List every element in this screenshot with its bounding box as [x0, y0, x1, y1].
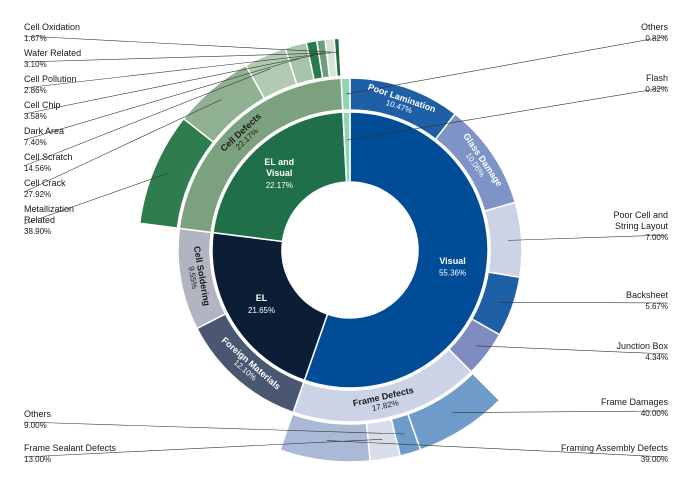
value-dark-area: 7.40% — [24, 138, 47, 147]
outer-frame-frame-damages-3 — [406, 372, 501, 451]
value-frame-damages: 40.00% — [641, 409, 668, 418]
chart-rings — [138, 37, 523, 463]
label-cell-chip: Cell Chip — [24, 100, 61, 110]
leader-poor-cell — [507, 234, 669, 241]
inner-pct-el-1: 21.65% — [248, 306, 275, 315]
value-frame-others: 9.00% — [24, 421, 47, 430]
value-others: 0.82% — [645, 34, 668, 43]
value-cell-crack: 27.92% — [24, 190, 51, 199]
inner-name-visual-0-0: Visual — [439, 256, 465, 266]
value-backsheet: 5.67% — [645, 302, 668, 311]
inner-slice-others-3 — [342, 111, 351, 183]
value-wafer-related: 3.10% — [24, 60, 47, 69]
outer-frame-frame-sealant-defects-1 — [365, 418, 402, 462]
label-poor-cell-line2: String Layout — [615, 221, 669, 231]
value-flash: 0.82% — [645, 85, 668, 94]
outer-frame-others-2 — [390, 413, 422, 457]
inner-name-el-and-visual-2-0: EL and — [264, 157, 294, 167]
left-labels: Cell Oxidation 1.67% Wafer Related 3.10%… — [24, 22, 81, 236]
label-framing-assembly: Framing Assembly Defects — [561, 443, 669, 453]
outer-cell-cell-oxidation-7 — [333, 37, 342, 78]
label-frame-sealant: Frame Sealant Defects — [24, 443, 117, 453]
leader-dark-area-3 — [23, 58, 300, 141]
leader-cell-scratch-2 — [23, 68, 271, 167]
value-cell-chip: 3.58% — [24, 112, 47, 121]
value-cell-scratch: 14.56% — [24, 164, 51, 173]
bottom-left-labels: Others 9.00% Frame Sealant Defects 13.00… — [24, 409, 117, 464]
leader-framing-assembly — [326, 440, 669, 458]
value-framing-assembly: 39.00% — [641, 455, 668, 464]
leader-cell-chip-4 — [23, 55, 315, 115]
label-wafer-related: Wafer Related — [24, 48, 81, 58]
label-metallization-line2: Related — [24, 215, 55, 225]
label-frame-others: Others — [24, 409, 52, 419]
leader-cell-pollution-5 — [23, 53, 323, 89]
inner-pct-visual-0: 55.36% — [439, 269, 466, 278]
value-cell-oxidation: 1.67% — [24, 34, 47, 43]
label-metallization: Metallization — [24, 204, 74, 214]
middle-slice-segment-2 — [483, 201, 523, 279]
leader-lines — [23, 35, 669, 458]
leader-others — [345, 35, 669, 95]
value-frame-sealant: 13.00% — [24, 455, 51, 464]
value-poor-cell: 7.00% — [645, 233, 668, 242]
inner-slice-el-1 — [211, 231, 329, 382]
leader-cell-oxidation-7 — [23, 35, 338, 53]
outer-frame-framing-assembly-defects-0 — [278, 413, 372, 463]
leader-flash — [347, 86, 669, 141]
value-junction-box: 4.34% — [645, 353, 668, 362]
label-backsheet: Backsheet — [626, 290, 669, 300]
label-others: Others — [641, 22, 669, 32]
inner-slice-el-and-visual-2 — [212, 111, 348, 243]
label-frame-damages: Frame Damages — [601, 397, 669, 407]
value-cell-pollution: 2.86% — [24, 86, 47, 95]
leader-junction-box — [475, 345, 669, 355]
leader-metallization-related-0 — [23, 173, 168, 225]
leader-frame-others — [23, 421, 405, 435]
label-dark-area: Dark Area — [24, 126, 64, 136]
inner-name-el-1-0: EL — [256, 293, 268, 303]
leader-backsheet — [499, 301, 669, 304]
middle-pct-cell-soldering-7: 9.55% — [186, 266, 199, 290]
label-cell-crack: Cell Crack — [24, 178, 66, 188]
leader-frame-damages — [452, 410, 669, 413]
label-cell-oxidation: Cell Oxidation — [24, 22, 80, 32]
middle-slice-segment-9 — [340, 77, 351, 111]
leader-frame-sealant — [23, 439, 383, 458]
value-metallization: 38.90% — [24, 227, 51, 236]
label-junction-box: Junction Box — [616, 341, 668, 351]
leader-wafer-related-6 — [23, 52, 331, 63]
leader-cell-crack-1 — [23, 99, 222, 193]
inner-pct-el-and-visual-2: 22.17% — [266, 181, 293, 190]
inner-name-el-and-visual-2-1: Visual — [266, 168, 292, 178]
label-cell-pollution: Cell Pollution — [24, 74, 77, 84]
right-labels: Others 0.82% Flash 0.82% Poor Cell and S… — [561, 22, 669, 464]
label-flash: Flash — [646, 73, 668, 83]
label-poor-cell: Poor Cell and — [613, 210, 668, 220]
label-cell-scratch: Cell Scratch — [24, 152, 73, 162]
